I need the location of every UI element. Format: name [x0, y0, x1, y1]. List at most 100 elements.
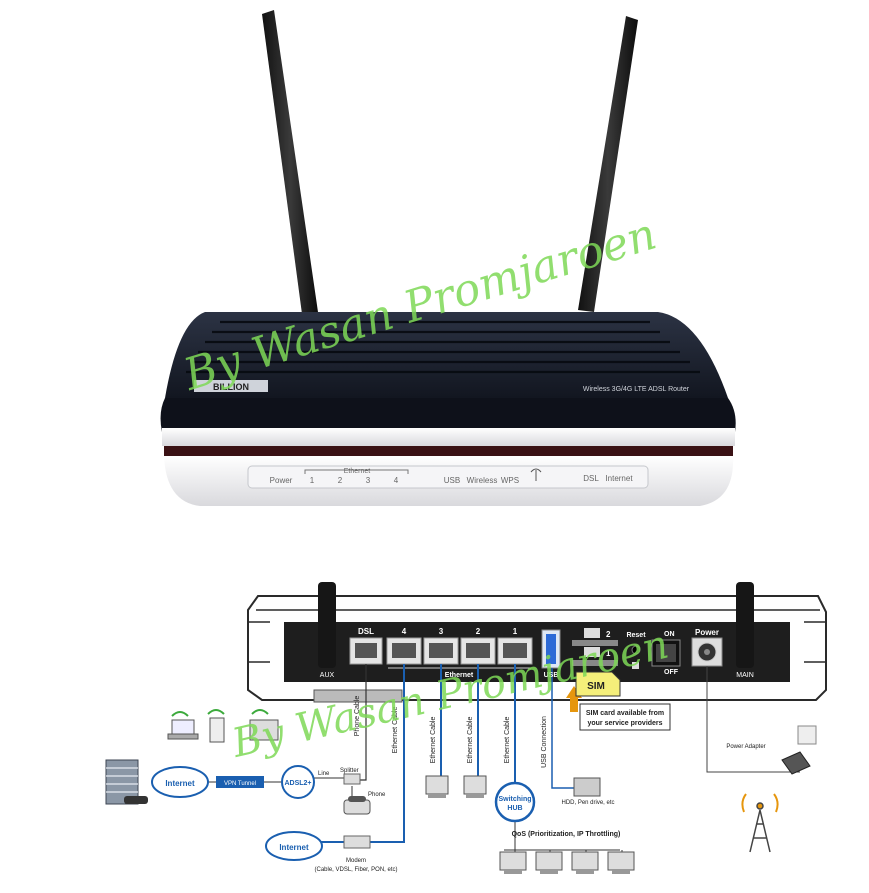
back-label-reset: Reset — [626, 632, 646, 639]
ethernet-port-3 — [423, 637, 459, 665]
router-back — [247, 582, 827, 703]
led-power: Power — [270, 476, 293, 485]
adsl2-label: ADSL2+ — [284, 780, 311, 787]
router-top-panel — [165, 312, 728, 398]
ethernet-led-bracket — [304, 469, 409, 474]
power-adapter-icon — [781, 751, 811, 775]
led-internet: Internet — [605, 474, 633, 483]
power-adapter-label: Power Adapter — [726, 744, 765, 750]
modem-icon — [343, 835, 371, 849]
switching-hub — [494, 781, 536, 823]
back-label-4: 4 — [402, 627, 407, 636]
back-label-2: 2 — [476, 627, 481, 636]
led-panel — [247, 465, 649, 489]
internet-cloud-modem — [265, 831, 323, 861]
vpn-tunnel-label: VPN Tunnel — [224, 781, 256, 787]
led-eth-1: 1 — [310, 476, 315, 485]
rj11-dsl-port — [349, 637, 383, 665]
antenna-aux — [318, 582, 336, 668]
sim-callout — [566, 671, 671, 731]
brand-label: BILLION — [213, 382, 249, 392]
ethernet-port-2 — [460, 637, 496, 665]
led-eth-4: 4 — [394, 476, 399, 485]
back-label-aux: AUX — [320, 672, 335, 679]
brand-plate — [194, 380, 268, 392]
vent-grille — [186, 320, 700, 374]
led-eth-3: 3 — [366, 476, 371, 485]
antenna-left — [262, 10, 318, 314]
modem-label: Modem — [346, 858, 366, 864]
sim-slot-1 — [572, 660, 618, 666]
adsl2-badge — [281, 765, 315, 799]
back-label-usb: USB — [544, 672, 559, 679]
qos-pc-4 — [607, 851, 635, 874]
internet-label-vpn: Internet — [165, 779, 195, 788]
lan-hub-branch — [514, 850, 623, 856]
building-icon — [105, 759, 148, 805]
led-dsl: DSL — [583, 474, 599, 483]
ethernet-cable-label-2: Ethernet Cable — [430, 717, 437, 764]
phone-icon — [343, 796, 371, 815]
signal-led-icon — [530, 468, 542, 481]
led-eth-2: 2 — [338, 476, 343, 485]
router-front-bezel — [160, 398, 736, 432]
sim-slot-2 — [572, 640, 618, 646]
back-label-3: 3 — [439, 627, 444, 636]
modem-types-label: (Cable, VDSL, Fiber, PON, etc) — [314, 867, 397, 873]
hub-to-qos-line — [504, 820, 620, 851]
back-label-main: MAIN — [736, 672, 754, 679]
router-white-band — [162, 428, 735, 446]
antenna-right — [578, 16, 638, 312]
phone-cable-label: Phone Cable — [354, 696, 361, 737]
back-label-sim1: 1 — [606, 649, 611, 658]
led-wireless: Wireless — [467, 476, 498, 485]
back-label-on: ON — [664, 631, 675, 638]
sim-note-line-1: SIM card available from — [586, 710, 664, 717]
internet-cloud-vpn — [151, 766, 209, 798]
back-label-1: 1 — [513, 627, 518, 636]
wireless-laptop-icon — [167, 711, 199, 740]
vpn-tunnel-bar — [216, 776, 264, 788]
back-label-dsl: DSL — [358, 627, 374, 636]
back-label-off: OFF — [664, 669, 679, 676]
lan-pc-1 — [425, 775, 449, 798]
hub-label: HUB — [507, 805, 522, 812]
phone-label: Phone — [368, 792, 386, 798]
lock-icon — [632, 662, 639, 669]
sim-card-shape — [575, 671, 621, 697]
power-jack — [691, 637, 723, 667]
usb-storage-icon — [573, 777, 601, 797]
qos-pc-1 — [499, 851, 527, 874]
phone-cable-line — [360, 664, 367, 781]
hdd-label: HDD, Pen drive, etc — [561, 800, 614, 806]
sim-note-line-2: your service providers — [587, 720, 662, 727]
back-label-sim2: 2 — [606, 630, 611, 639]
sim-note-box — [579, 703, 671, 731]
sim-1-icon — [584, 647, 600, 657]
router-red-stripe — [164, 446, 733, 456]
power-cable-line — [706, 666, 800, 773]
router-front — [160, 10, 736, 506]
led-ethernet-group: Ethernet — [344, 468, 371, 475]
model-label: Wireless 3G/4G LTE ADSL Router — [583, 386, 690, 393]
ethernet-port-4 — [386, 637, 422, 665]
qos-pc-2 — [535, 851, 563, 874]
sim-2-icon — [584, 628, 600, 638]
wireless-pc-icon — [249, 709, 279, 741]
switching-label: Switching — [498, 796, 531, 803]
ethernet-cable-label-1: Ethernet Cable — [392, 707, 399, 754]
back-label-power: Power — [695, 628, 719, 637]
splitter-label: Splitter — [340, 768, 359, 774]
usb-port — [541, 629, 561, 669]
ethernet-port-1 — [497, 637, 533, 665]
back-label-ethernet: Ethernet — [445, 672, 474, 679]
led-usb: USB — [444, 476, 460, 485]
lan-pc-2 — [463, 775, 487, 798]
led-wps: WPS — [501, 476, 519, 485]
wall-outlet-icon — [797, 725, 817, 745]
qos-label: QoS (Prioritization, IP Throttling) — [512, 831, 621, 838]
wireless-pda-icon — [207, 709, 225, 743]
internet-label-modem: Internet — [279, 843, 309, 852]
ethernet-cable-label-4: Ethernet Cable — [504, 717, 511, 764]
